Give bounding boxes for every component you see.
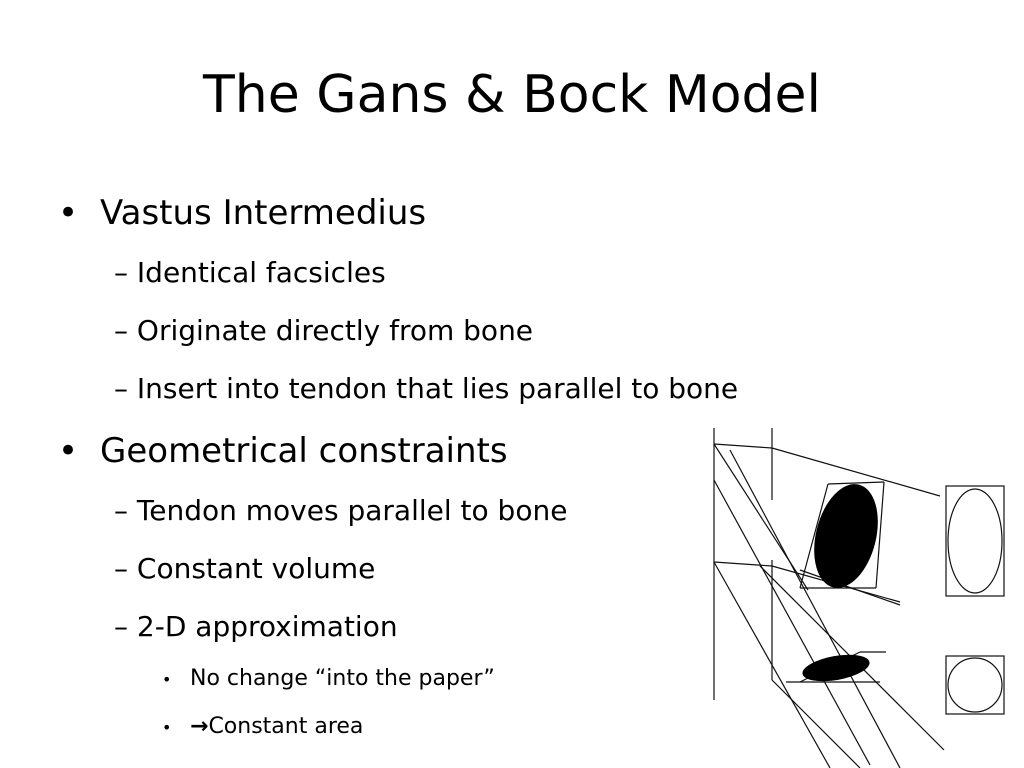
sub-sub-bullet: • →Constant area <box>162 713 363 742</box>
sub-bullet: – Constant volume <box>114 552 375 586</box>
sub-bullet-text: 2-D approximation <box>136 610 398 643</box>
muscle-fiber-geometry-diagram-icon <box>713 428 1005 768</box>
dash-glyph: – <box>114 372 128 405</box>
dash-glyph: – <box>114 610 128 643</box>
slide-title: The Gans & Bock Model <box>203 65 821 125</box>
sub-bullet-text: Insert into tendon that lies parallel to… <box>136 372 739 405</box>
dash-glyph: – <box>114 552 128 585</box>
sub-bullet-text: Tendon moves parallel to bone <box>136 494 568 527</box>
bullet-glyph: • <box>162 718 172 737</box>
bullet-vastus-intermedius: • Vastus Intermedius <box>58 193 426 233</box>
sub-sub-bullet-text: No change “into the paper” <box>190 666 495 691</box>
sub-bullet-text: Identical facsicles <box>136 256 386 289</box>
bullet-text: Geometrical constraints <box>100 431 508 471</box>
sub-bullet-text: Originate directly from bone <box>136 314 534 347</box>
sub-sub-bullet-text: Constant area <box>208 714 364 739</box>
dash-glyph: – <box>114 314 128 347</box>
dash-glyph: – <box>114 256 128 289</box>
sub-sub-bullet: • No change “into the paper” <box>162 665 495 694</box>
sub-bullet: – Insert into tendon that lies parallel … <box>114 372 738 406</box>
sub-bullet: – Originate directly from bone <box>114 314 533 348</box>
bullet-glyph: • <box>162 670 172 689</box>
bullet-glyph: • <box>58 431 79 471</box>
bullet-glyph: • <box>58 193 79 233</box>
sub-bullet: – Tendon moves parallel to bone <box>114 494 567 528</box>
sub-bullet: – Identical facsicles <box>114 256 386 290</box>
sub-bullet-text: Constant volume <box>136 552 376 585</box>
bullet-geometrical-constraints: • Geometrical constraints <box>58 431 508 471</box>
dash-glyph: – <box>114 494 128 527</box>
arrow-icon: → <box>190 714 209 739</box>
sub-bullet: – 2-D approximation <box>114 610 398 644</box>
bullet-text: Vastus Intermedius <box>100 193 427 233</box>
